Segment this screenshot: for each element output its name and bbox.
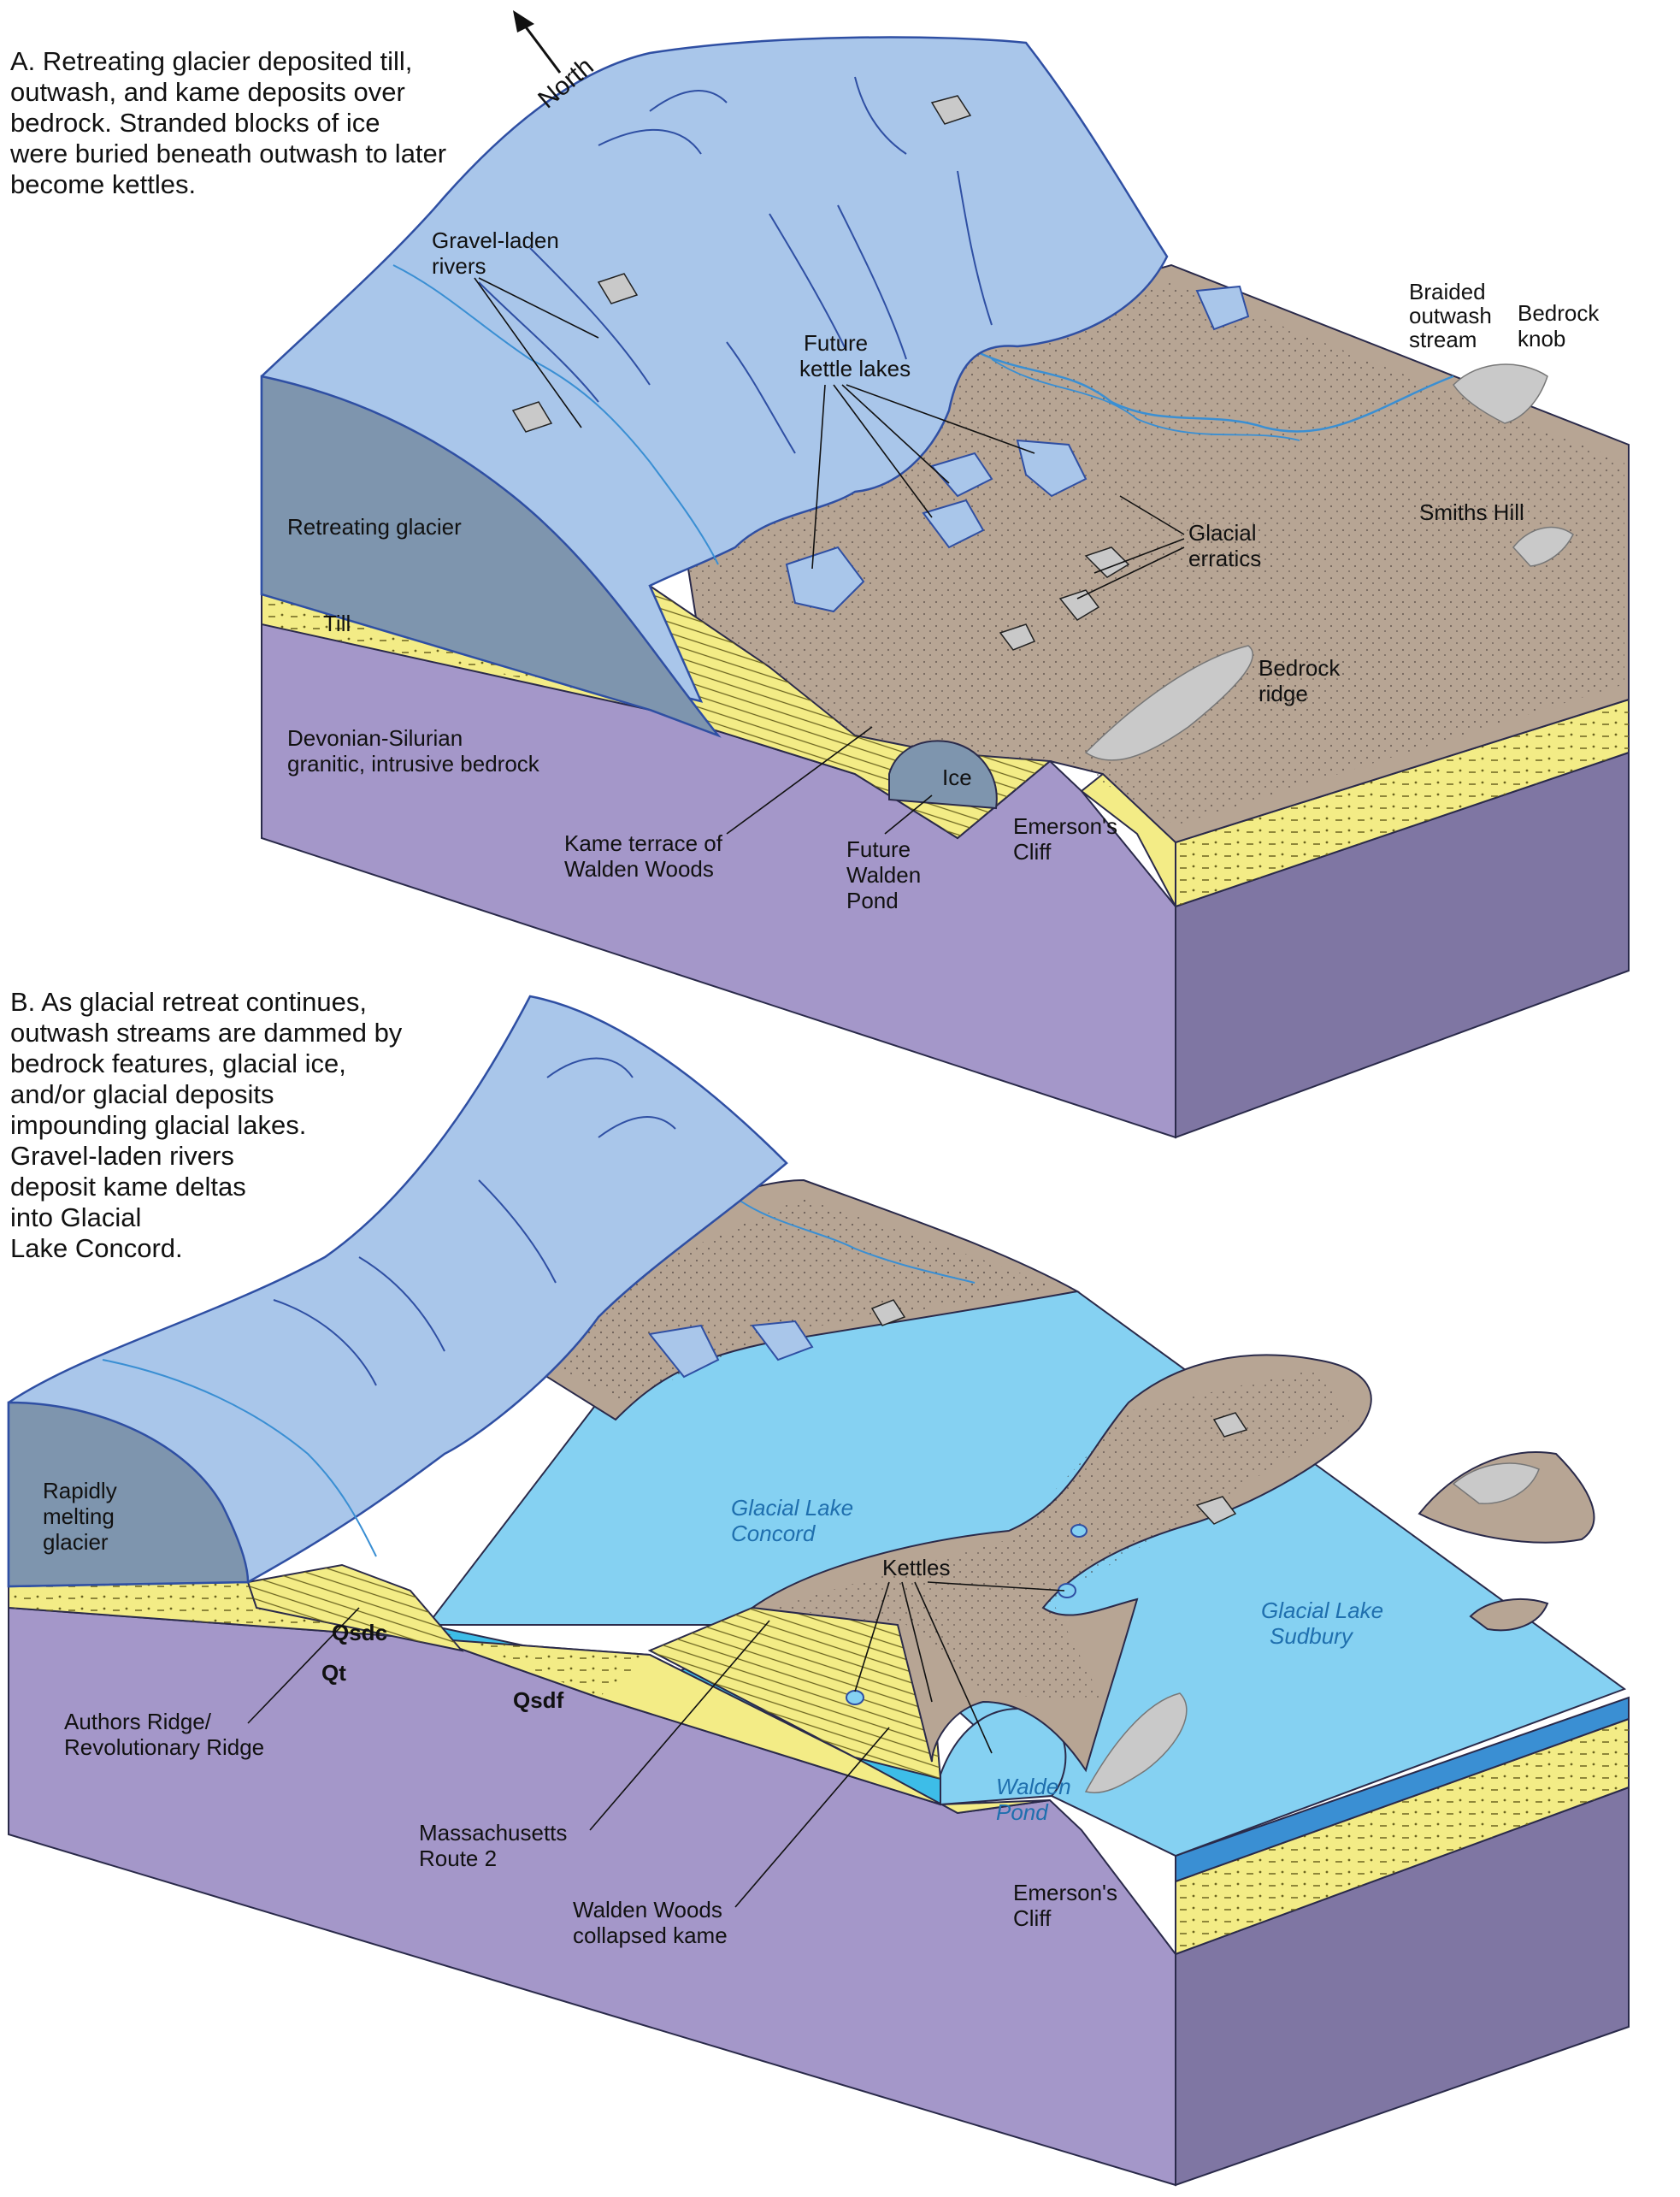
leader-mass-route-2 (589, 1620, 770, 1831)
panel-a-erratics (511, 95, 1130, 651)
panel-a-bedrock-knob (1453, 363, 1548, 424)
panel-b-kame-bedding (650, 1599, 940, 1779)
panel-a-smiths-hill (1512, 526, 1574, 567)
panel-a-crevasses (478, 76, 993, 454)
label-kettles: Kettles (882, 1555, 951, 1580)
panel-b-gravel-river (102, 1359, 377, 1557)
leader-glacial-erratics (1076, 495, 1185, 599)
panel-b-bedrock-ridge (1084, 1692, 1188, 1793)
label-rapidly-melting-glacier: Rapidly melting glacier (43, 1478, 123, 1555)
panel-b-smiths-hill (1469, 1598, 1549, 1632)
leader-future-kettle-lakes (811, 384, 1035, 570)
panel-b-knob-outcrop (1452, 1462, 1540, 1504)
label-till: Till (323, 611, 351, 636)
label-qsdf: Qsdf (513, 1687, 564, 1713)
panel-a-glacier-front (260, 375, 722, 738)
panel-a-gravel-river (392, 264, 719, 565)
panel-b-ridge-stipple (769, 1368, 1351, 1702)
panel-a-braided-stream-2 (991, 358, 1300, 441)
leader-future-walden (884, 794, 933, 835)
label-smiths-hill: Smiths Hill (1419, 499, 1524, 525)
label-glacial-erratics: Glacial erratics (1188, 520, 1263, 571)
label-future-kettle-lakes: Future kettle lakes (799, 330, 911, 381)
panel-b-till-texture (9, 1582, 650, 1698)
panel-b-erratics (870, 1299, 1248, 1525)
label-qsdc: Qsdc (332, 1620, 387, 1645)
panel-a-bedrock-ridge (1084, 645, 1253, 761)
leader-gravel-rivers (474, 277, 599, 428)
label-retreating-glacier: Retreating glacier (287, 514, 462, 540)
panel-b: B. As glacial retreat continues, outwash… (7, 987, 1630, 2187)
label-braided-stream: Braided outwash stream (1409, 279, 1498, 352)
label-lake-sudbury: Glacial Lake Sudbury (1261, 1598, 1389, 1649)
panel-b-qsdc-bedding (248, 1565, 462, 1651)
panel-b-north-stipple (496, 1197, 1060, 1403)
leader-kame-terrace (726, 726, 873, 835)
label-devonian-bedrock: Devonian-Silurian granitic, intrusive be… (287, 725, 540, 777)
leader-kettles (854, 1581, 1065, 1754)
panel-a-caption: A. Retreating glacier deposited till, ou… (9, 46, 454, 199)
panel-a-deposit-side-texture (1176, 700, 1629, 907)
label-qt: Qt (321, 1660, 346, 1686)
label-bedrock-knob: Bedrock knob (1518, 300, 1606, 351)
panel-b-caption: B. As glacial retreat continues, outwash… (10, 987, 410, 1263)
leader-authors-ridge (247, 1607, 360, 1724)
label-bedrock-ridge: Bedrock ridge (1259, 655, 1347, 706)
label-emersons-cliff-b: Emerson's Cliff (1013, 1880, 1123, 1931)
label-kame-terrace: Kame terrace of Walden Woods (564, 830, 728, 882)
label-mass-route-2: Massachusetts Route 2 (419, 1820, 574, 1871)
panel-b-ice-blocks (648, 1320, 814, 1379)
label-future-walden: Future Walden Pond (846, 836, 927, 913)
label-lake-concord: Glacial Lake Concord (731, 1495, 859, 1546)
panel-b-glacier (7, 995, 788, 1588)
panel-b-crevasses (273, 1057, 676, 1386)
panel-a-braided-stream (974, 349, 1454, 433)
panel-a: North A. Retreating glacier deposited ti… (9, 10, 1630, 1139)
panel-b-glacier-front (7, 1401, 250, 1588)
panel-b-deposit-side-texture (1176, 1719, 1629, 1954)
label-gravel-rivers: Gravel-laden rivers (432, 227, 565, 279)
label-ice: Ice (942, 765, 972, 790)
panel-a-ice-blocks (785, 285, 1250, 613)
panel-a-ice-block (888, 740, 998, 810)
label-authors-ridge: Authors Ridge/ Revolutionary Ridge (64, 1709, 264, 1760)
label-collapsed-kame: Walden Woods collapsed kame (573, 1897, 728, 1948)
leader-collapsed-kame (734, 1727, 890, 1908)
panel-b-lake-side (1175, 1696, 1630, 1883)
label-walden-pond: Walden Pond (996, 1774, 1077, 1825)
label-emersons-cliff-a: Emerson's Cliff (1013, 813, 1123, 865)
panel-b-stream (734, 1196, 976, 1284)
